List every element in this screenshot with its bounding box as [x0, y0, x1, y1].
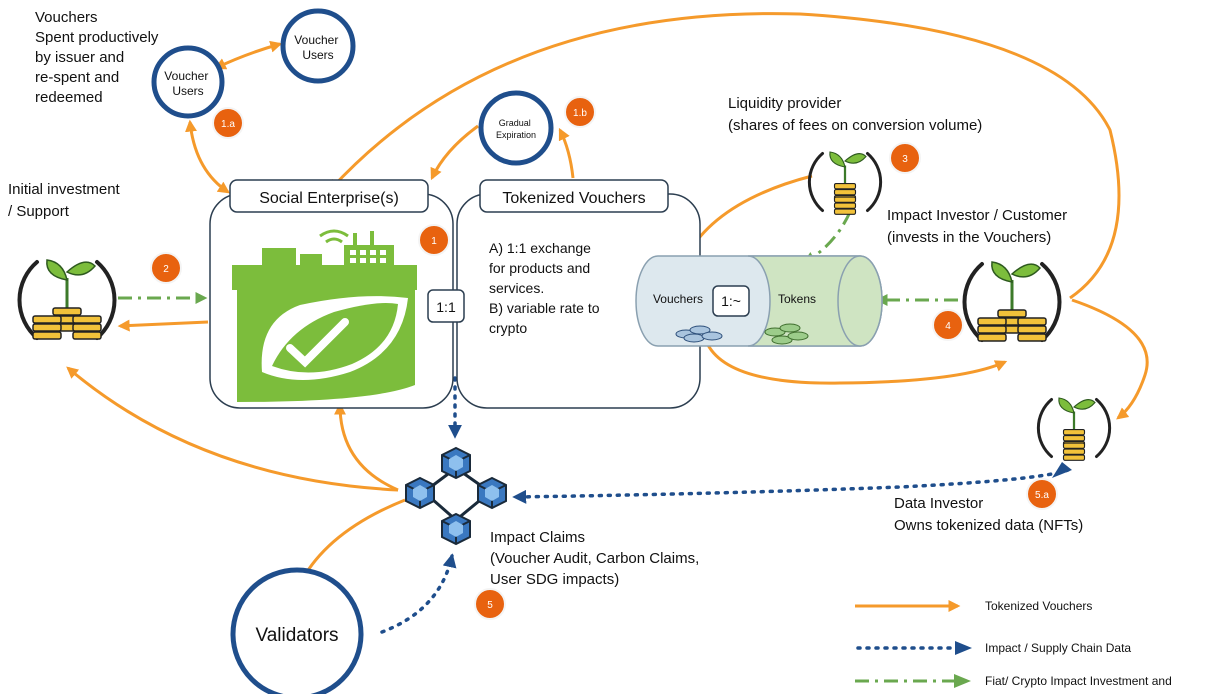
- voucher-users-a-label: Voucher Users: [164, 69, 211, 98]
- badge-1: 1: [418, 224, 450, 256]
- voucher-users-b-label: Voucher Users: [294, 33, 341, 62]
- svg-text:Impact / Supply Chain Data: Impact / Supply Chain Data: [985, 641, 1131, 655]
- badge-1a: 1.a: [212, 107, 244, 139]
- svg-text:1: 1: [431, 236, 437, 247]
- svg-text:1.b: 1.b: [573, 108, 587, 119]
- ratio-1-1: 1:1: [436, 299, 456, 315]
- cylinder-vouchers-label: Vouchers: [653, 292, 703, 306]
- legend: Tokenized Vouchers Impact / Supply Chain…: [855, 599, 1172, 688]
- exchange-description: A) 1:1 exchange for products and service…: [489, 240, 603, 336]
- ratio-1-1-box: [427, 289, 465, 323]
- svg-text:5.a: 5.a: [1035, 490, 1049, 501]
- impact-claims-label: Impact Claims (Voucher Audit, Carbon Cla…: [490, 529, 703, 588]
- badge-1b: 1.b: [564, 96, 596, 128]
- social-enterprise-header: [229, 179, 429, 213]
- arrow-tokenized-expiration: [558, 127, 575, 179]
- svg-text:Fiat/ Crypto Impact Investment: Fiat/ Crypto Impact Investment and: [985, 674, 1172, 688]
- ratio-1-var: 1:~: [721, 293, 741, 309]
- arrowhead-datainvestor: [1052, 462, 1072, 478]
- svg-text:1.a: 1.a: [221, 119, 235, 130]
- validators-circle: [230, 567, 364, 694]
- svg-text:4: 4: [945, 321, 951, 332]
- arrow-enterprise-initial: [117, 319, 209, 332]
- cylinder-tokens-label: Tokens: [778, 292, 816, 306]
- social-enterprise-label: Social Enterprise(s): [259, 190, 399, 207]
- svg-text:3: 3: [902, 154, 908, 165]
- svg-text:2: 2: [163, 264, 169, 275]
- data-investor-icon: [1036, 397, 1112, 461]
- badge-4: 4: [932, 309, 964, 341]
- arrow-users-exchange: [213, 40, 283, 70]
- cube-left: [405, 476, 435, 510]
- badge-2: 2: [150, 252, 182, 284]
- voucher-users-circle-b: [280, 8, 356, 84]
- tokenized-vouchers-label: Tokenized Vouchers: [502, 190, 645, 207]
- arrow-liquidity-tokens: [802, 211, 852, 264]
- initial-investment-label: Initial investment / Support: [8, 181, 124, 220]
- arrow-vouchers-investor: [706, 344, 1008, 385]
- legend-item-tokenized-vouchers: Tokenized Vouchers: [855, 599, 1092, 613]
- badge-5a: 5.a: [1026, 478, 1058, 510]
- data-flows: [380, 376, 1070, 634]
- cube-top: [441, 446, 471, 480]
- gradual-expiration-circle: [478, 90, 554, 166]
- arrow-datainvestor-claims: [512, 468, 1070, 504]
- initial-investment-icon: [17, 259, 117, 340]
- gradual-expiration-label: Gradual Expiration: [496, 118, 536, 140]
- vouchers-note: Vouchers Spent productively by issuer an…: [35, 9, 163, 106]
- legend-item-investment: Fiat/ Crypto Impact Investment and: [855, 674, 1172, 688]
- arrow-expiration-enterprise: [430, 124, 479, 181]
- arrow-validators-claims: [380, 553, 457, 634]
- tokenized-voucher-flows: [66, 12, 1149, 583]
- validators-label: Validators: [255, 625, 338, 646]
- data-investor-label: Data Investor Owns tokenized data (NFTs): [894, 495, 1083, 534]
- legend-item-supply-chain-data: Impact / Supply Chain Data: [856, 641, 1131, 655]
- arrow-investor-datainvestor: [1071, 298, 1149, 420]
- badge-5: 5: [474, 588, 506, 620]
- blockchain-icon: [405, 446, 507, 546]
- impact-investor-icon: [962, 261, 1062, 342]
- cube-bottom: [441, 512, 471, 546]
- tokenized-vouchers-header: [479, 179, 669, 213]
- cube-right: [477, 476, 507, 510]
- arrow-claims-validators: [300, 498, 406, 583]
- liquidity-provider-icon: [807, 151, 883, 215]
- step-badges: 1 1.a 1.b 2 3 4 5 5.a: [150, 96, 1058, 620]
- arrow-investor-enterprise: [328, 12, 1121, 300]
- ratio-1-var-box: [712, 285, 750, 317]
- arrow-claims-initial: [66, 366, 399, 492]
- voucher-token-cylinder: [635, 255, 883, 347]
- arrow-users-enterprise: [185, 119, 230, 194]
- liquidity-provider-label: Liquidity provider (shares of fees on co…: [728, 95, 982, 134]
- svg-text:5: 5: [487, 600, 493, 611]
- voucher-users-circle-a: [151, 45, 225, 119]
- impact-investor-label: Impact Investor / Customer (invests in t…: [887, 207, 1071, 246]
- badge-3: 3: [889, 142, 921, 174]
- arrow-claims-enterprise: [334, 402, 399, 492]
- svg-text:Tokenized Vouchers: Tokenized Vouchers: [985, 599, 1092, 613]
- enterprise-illustration: [232, 229, 417, 402]
